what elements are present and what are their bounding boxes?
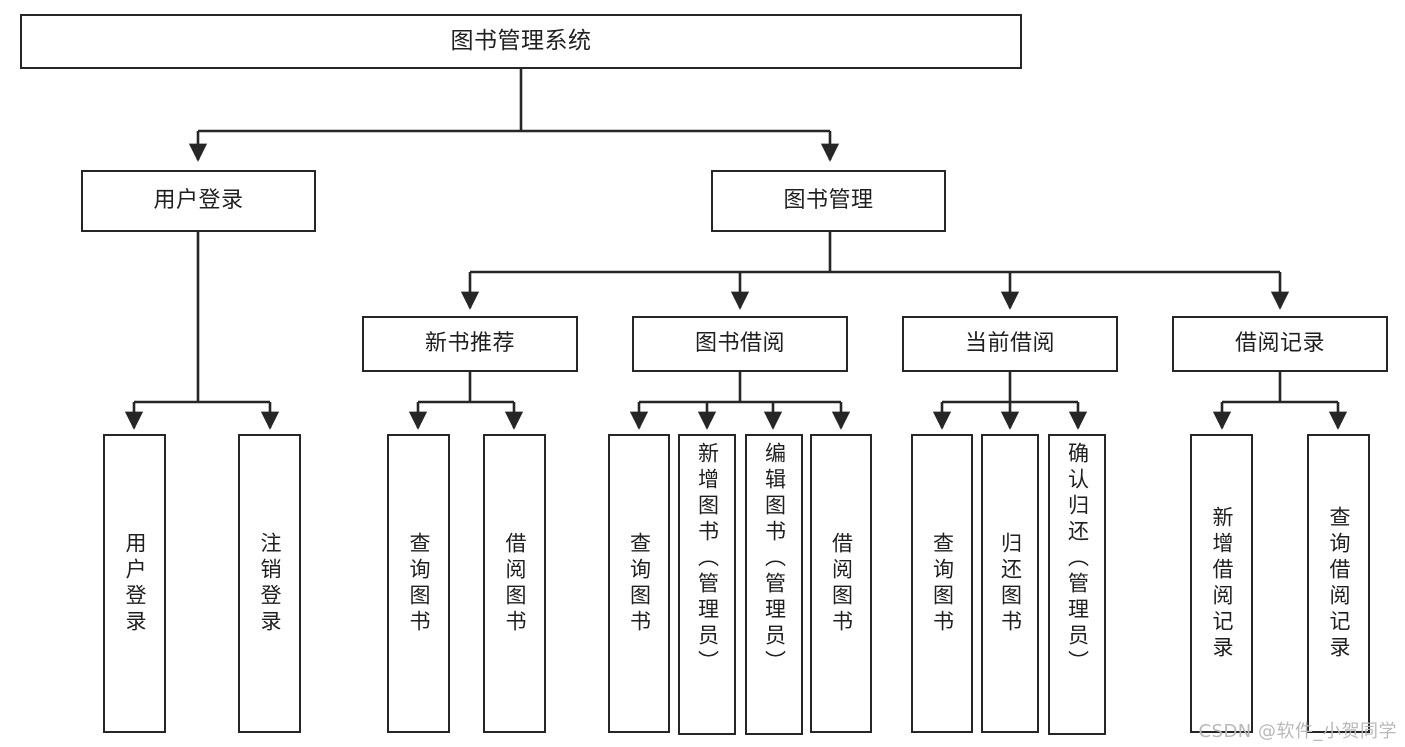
leaf-logout[interactable]: 注销登录 (238, 434, 301, 733)
node-label: 编辑图书（管理员） (762, 442, 787, 676)
node-label: 图书借阅 (694, 331, 785, 357)
leaf-query-borrow-record[interactable]: 查询借阅记录 (1307, 434, 1370, 733)
node-label: 用户登录 (153, 188, 244, 214)
leaf-user-login[interactable]: 用户登录 (103, 434, 166, 733)
node-label: 查询图书 (407, 531, 431, 636)
leaf-query-book-borrow[interactable]: 查询图书 (608, 434, 670, 733)
leaf-return-book[interactable]: 归还图书 (981, 434, 1039, 733)
node-label: 查询借阅记录 (1327, 505, 1351, 662)
node-borrow-records[interactable]: 借阅记录 (1172, 316, 1388, 372)
node-label: 借阅图书 (503, 531, 527, 636)
node-root-system[interactable]: 图书管理系统 (20, 14, 1022, 69)
node-label: 借阅图书 (829, 531, 854, 636)
node-label: 新书推荐 (424, 331, 515, 357)
leaf-query-book-recommend[interactable]: 查询图书 (387, 434, 450, 733)
node-label: 图书管理系统 (450, 27, 592, 54)
node-label: 归还图书 (998, 531, 1023, 636)
leaf-add-borrow-record[interactable]: 新增借阅记录 (1190, 434, 1253, 733)
node-label: 借阅记录 (1234, 331, 1325, 357)
node-label: 查询图书 (627, 531, 652, 636)
node-book-borrow[interactable]: 图书借阅 (632, 316, 848, 372)
node-label: 确认归还（管理员） (1065, 442, 1090, 676)
leaf-add-book-admin[interactable]: 新增图书（管理员） (678, 434, 736, 735)
node-label: 当前借阅 (964, 331, 1055, 357)
leaf-borrow-book[interactable]: 借阅图书 (810, 434, 872, 733)
node-book-management[interactable]: 图书管理 (711, 170, 946, 232)
node-label: 新增图书（管理员） (695, 442, 720, 676)
node-label: 新增借阅记录 (1210, 505, 1234, 662)
leaf-borrow-book-recommend[interactable]: 借阅图书 (483, 434, 546, 733)
node-label: 查询图书 (930, 531, 955, 636)
node-new-book-recommend[interactable]: 新书推荐 (362, 316, 578, 372)
leaf-query-book-current[interactable]: 查询图书 (911, 434, 973, 733)
node-label: 用户登录 (123, 531, 147, 636)
csdn-watermark: CSDN @软件_小贺同学 (1198, 721, 1397, 742)
node-current-borrow[interactable]: 当前借阅 (902, 316, 1118, 372)
leaf-confirm-return-admin[interactable]: 确认归还（管理员） (1048, 434, 1106, 735)
node-user-login[interactable]: 用户登录 (81, 170, 316, 232)
leaf-edit-book-admin[interactable]: 编辑图书（管理员） (745, 434, 803, 735)
node-label: 注销登录 (258, 531, 282, 636)
node-label: 图书管理 (783, 188, 874, 214)
